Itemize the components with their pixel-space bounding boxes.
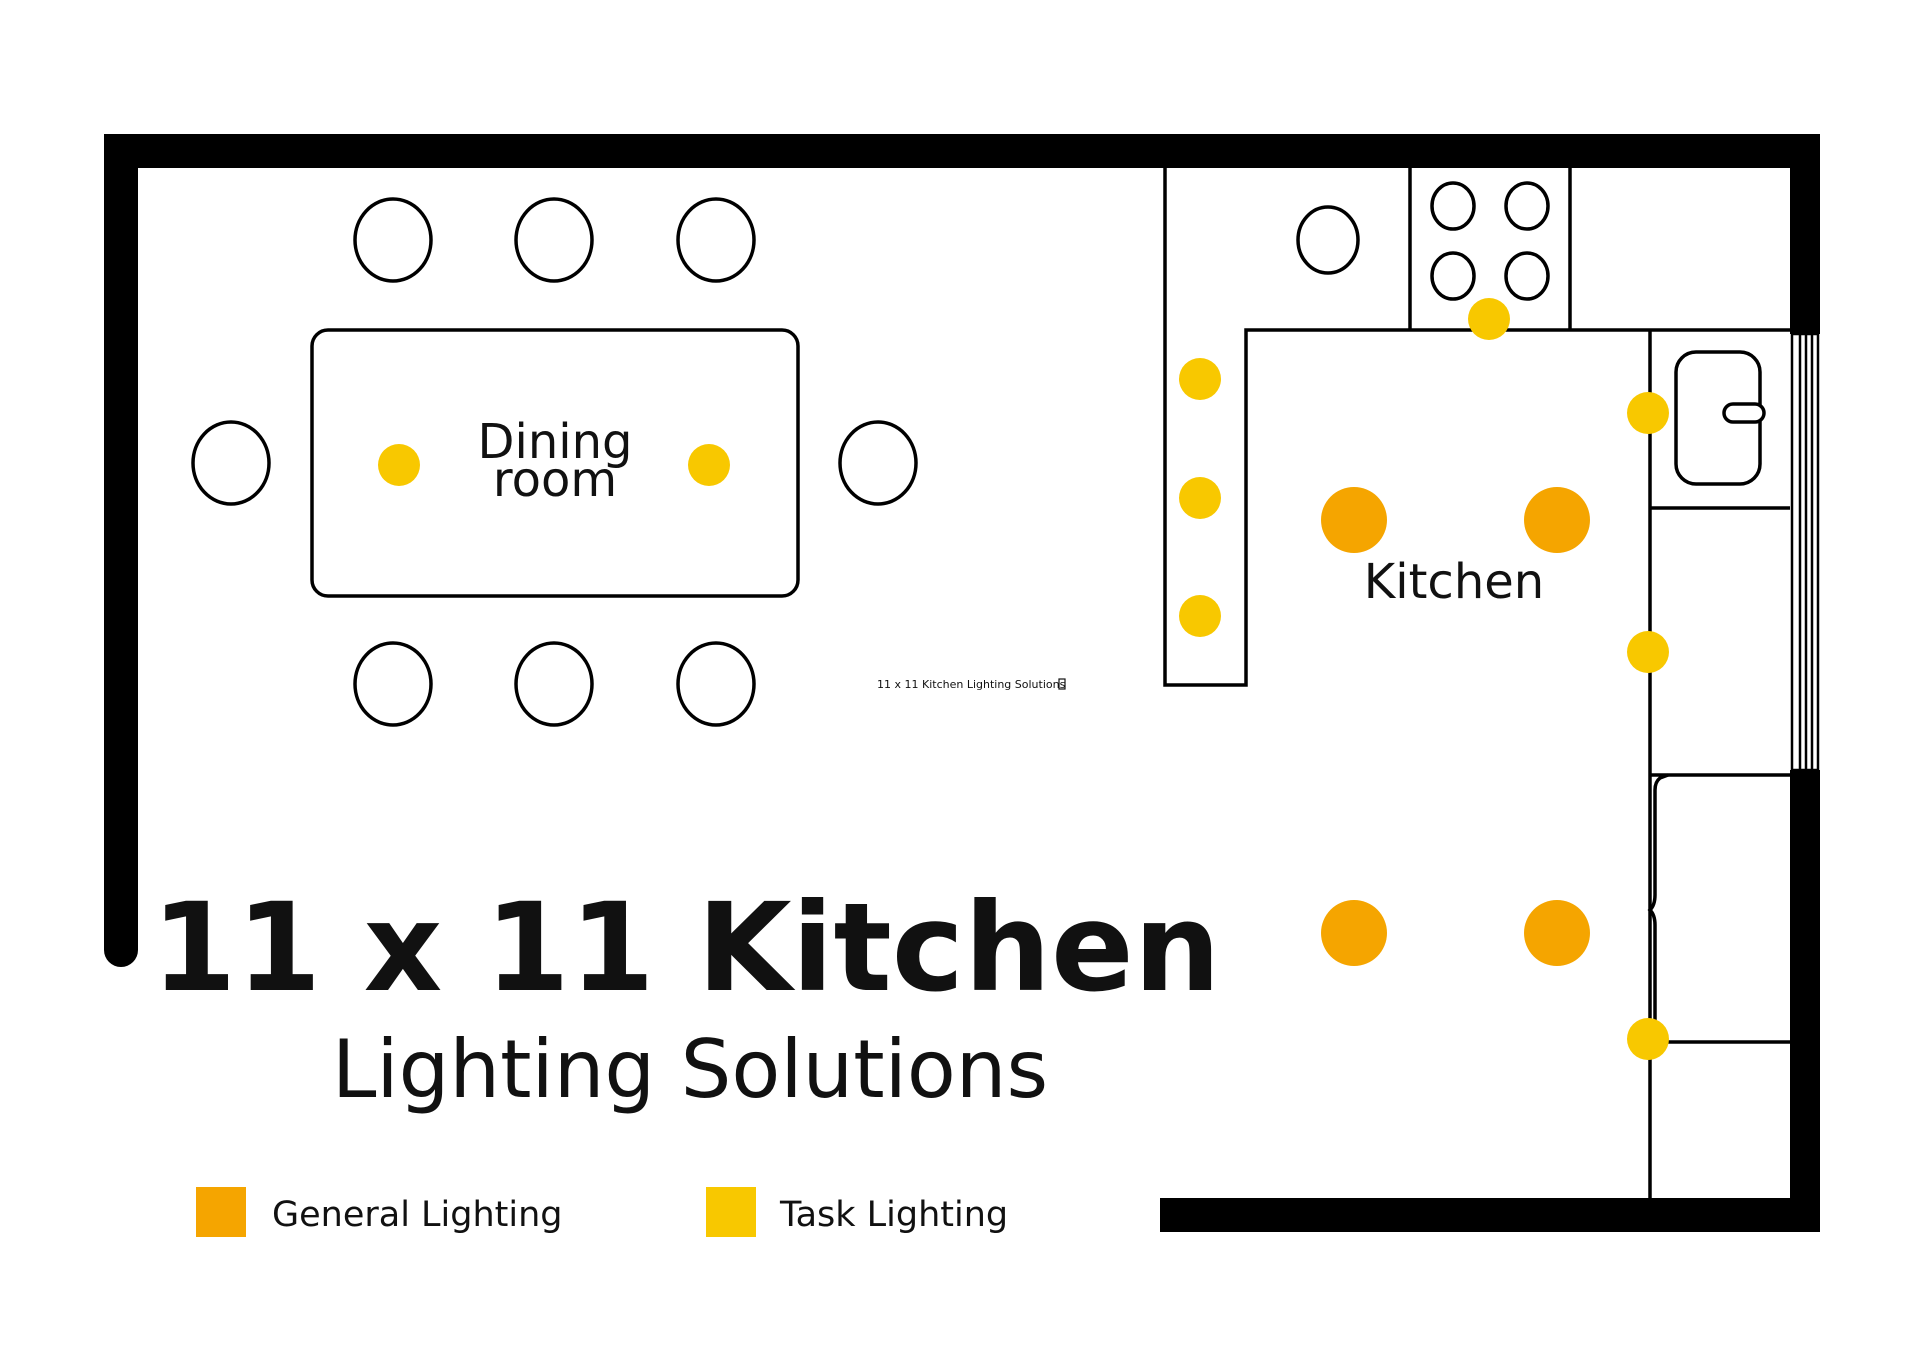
legend-general-label: General Lighting [272,1195,563,1235]
dining-set [191,197,918,727]
task-light [1627,392,1669,434]
task-light [1627,631,1669,673]
wall-left [104,134,138,950]
sink-faucet [1722,402,1766,424]
kitchen-label: Kitchen [1364,554,1544,610]
counter-bowl [1296,205,1360,275]
chair [676,197,756,283]
watermark-text: 11 x 11 Kitchen Lighting Solutions [877,678,1066,691]
counter-l-shape [1163,168,1790,687]
task-light [1179,358,1221,400]
wall-top [104,134,1820,168]
stove-burner [1430,251,1476,301]
stove-burner [1430,181,1476,231]
legend: General Lighting Task Lighting [196,1187,1008,1237]
chair [838,420,918,506]
stove-burner [1504,181,1550,231]
wall-bottom [1160,1198,1820,1232]
task-light [1468,298,1510,340]
chair [514,197,594,283]
walls [104,134,1820,1232]
legend-task-swatch [706,1187,756,1237]
task-light [1627,1018,1669,1060]
general-light [1524,900,1590,966]
wall-right-upper [1790,134,1820,334]
chair [353,197,433,283]
chair [514,641,594,727]
chair [676,641,756,727]
general-lights [1321,487,1590,966]
task-light [1179,595,1221,637]
stove [1430,181,1550,301]
wall-right-lower [1790,770,1820,1232]
task-light [378,444,420,486]
legend-general-swatch [196,1187,246,1237]
chair [353,641,433,727]
title-main: 11 x 11 Kitchen [151,877,1220,1019]
stove-burner [1504,251,1550,301]
sink [1674,350,1766,486]
task-lights [378,298,1669,1060]
window [1790,332,1820,772]
general-light [1321,487,1387,553]
task-light [1179,477,1221,519]
watermark-glyph [1058,678,1066,690]
wall-left-end [104,933,138,967]
chair [191,420,271,506]
title-sub: Lighting Solutions [332,1023,1048,1116]
general-light [1321,900,1387,966]
dining-room-label-line2: room [493,452,617,508]
appliance [1647,773,1669,1044]
dining-room-label-line1: Dining [478,414,633,470]
task-light [688,444,730,486]
legend-task-label: Task Lighting [779,1195,1008,1235]
general-light [1524,487,1590,553]
dining-table [310,328,800,598]
